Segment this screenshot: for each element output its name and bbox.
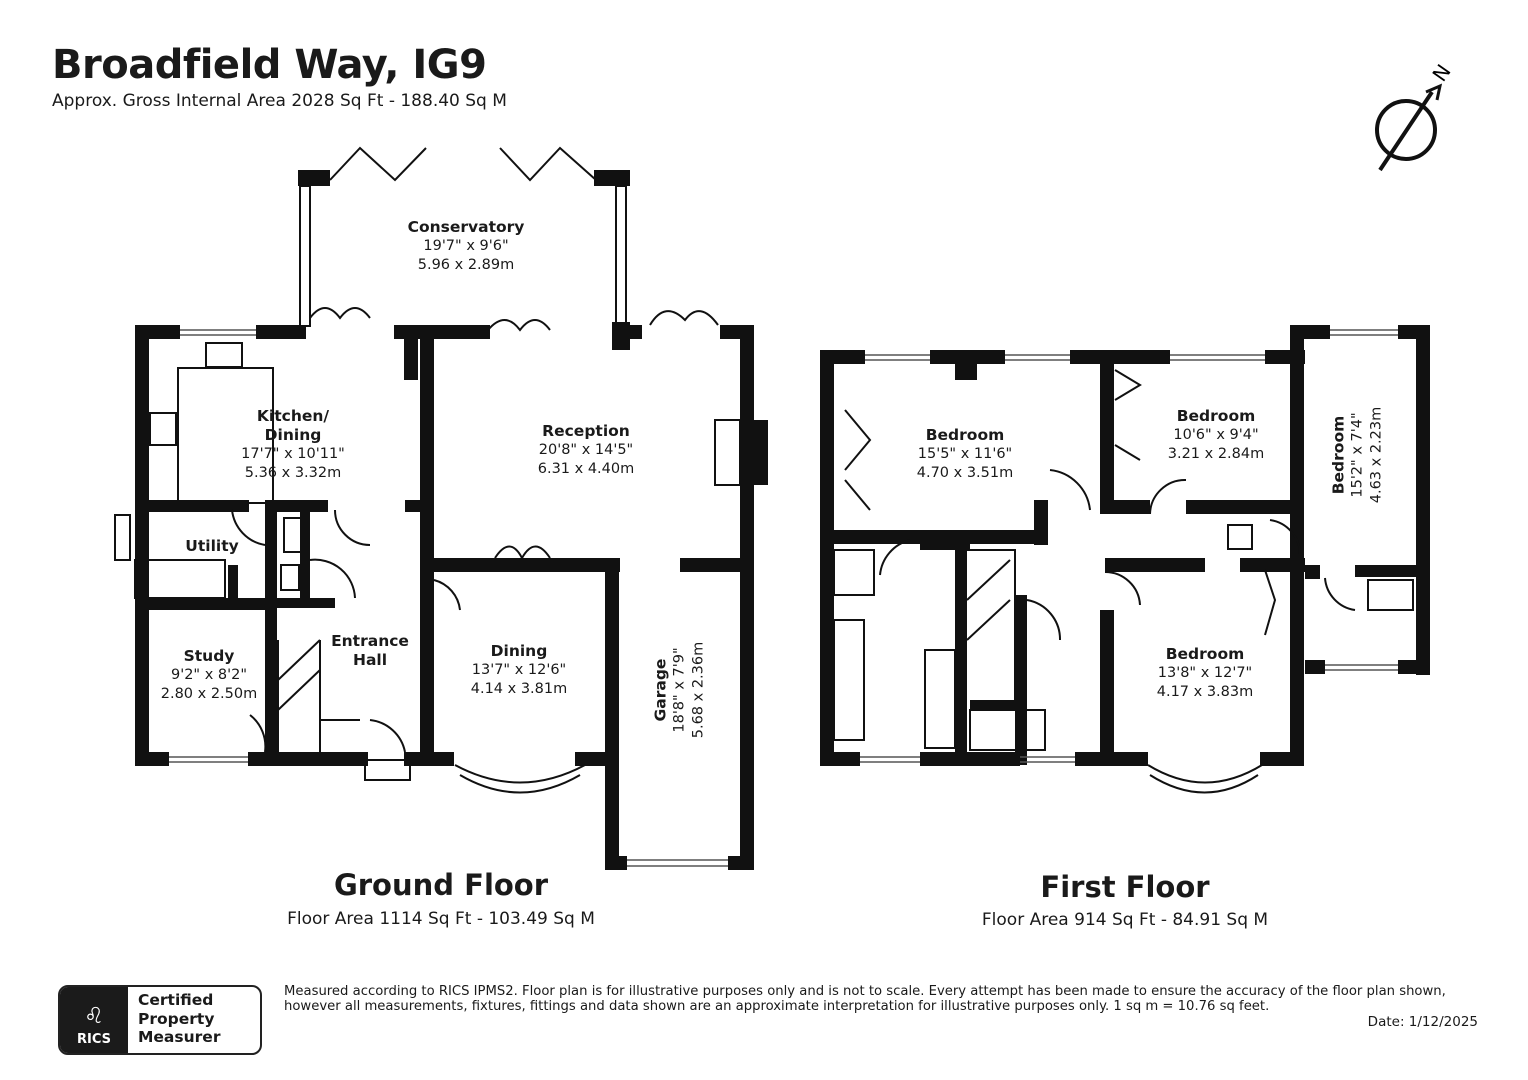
- room-utility: Utility: [185, 537, 238, 556]
- first-floor-title: First Floor: [1040, 870, 1210, 904]
- room-dining: Dining 13'7" x 12'6" 4.14 x 3.81m: [471, 642, 568, 699]
- room-imperial: 19'7" x 9'6": [423, 238, 509, 254]
- badge-line-3: Measurer: [138, 1028, 221, 1046]
- rics-logo-text: RICS: [77, 1032, 111, 1047]
- ground-floor-title: Ground Floor: [333, 868, 549, 902]
- rics-lion-icon: ♌: [84, 1004, 104, 1029]
- room-imperial: 20'8" x 14'5": [538, 442, 634, 458]
- room-metric: 4.14 x 3.81m: [470, 681, 568, 697]
- first-floor-area: Floor Area 914 Sq Ft - 84.91 Sq M: [981, 910, 1269, 930]
- room-metric: 4.17 x 3.83m: [1156, 684, 1254, 700]
- gross-area-subtitle: Approx. Gross Internal Area 2028 Sq Ft -…: [52, 91, 507, 111]
- room-name: Utility: [185, 537, 239, 555]
- badge-line-2: Property: [138, 1009, 215, 1028]
- room-name-line2: Hall: [352, 651, 388, 669]
- room-bedroom-3: Bedroom 15'2" x 7'4" 4.63 x 2.23m: [1330, 407, 1387, 504]
- room-name: Bedroom: [1165, 645, 1245, 663]
- room-kitchen-dining: Kitchen/ Dining 17'7" x 10'11" 5.36 x 3.…: [241, 407, 345, 483]
- first-floor-walls: [820, 325, 1430, 766]
- room-name: Reception: [542, 422, 630, 440]
- rics-badge-text: Certified Property Measurer: [128, 987, 260, 1053]
- disclaimer: Measured according to RICS IPMS2. Floor …: [284, 984, 1484, 1014]
- room-imperial: 18'8" x 7'9": [671, 647, 688, 733]
- north-compass-icon: [1375, 83, 1443, 172]
- room-name: Study: [183, 647, 235, 665]
- room-metric: 5.68 x 2.36m: [690, 641, 707, 739]
- room-imperial: 13'7" x 12'6": [471, 662, 567, 678]
- disclaimer-line-1: Measured according to RICS IPMS2. Floor …: [284, 984, 1446, 999]
- room-imperial: 15'2" x 7'4": [1349, 412, 1366, 498]
- plan-date: Date: 1/12/2025: [1367, 1014, 1478, 1030]
- room-name: Dining: [490, 642, 548, 660]
- room-metric: 5.96 x 2.89m: [417, 257, 515, 273]
- page-title: Broadfield Way, IG9: [52, 42, 487, 88]
- room-bedroom-4: Bedroom 13'8" x 12'7" 4.17 x 3.83m: [1157, 645, 1254, 702]
- badge-line-1: Certified: [138, 991, 214, 1009]
- ground-floor-walls: [135, 170, 768, 870]
- room-name-line1: Kitchen/: [256, 407, 330, 425]
- room-metric: 5.36 x 3.32m: [244, 465, 342, 481]
- room-name: Conservatory: [407, 218, 525, 236]
- compass-north-letter: N: [1427, 60, 1455, 86]
- room-imperial: 17'7" x 10'11": [241, 446, 345, 462]
- room-imperial: 10'6" x 9'4": [1173, 427, 1259, 443]
- ground-floor-lines: [114, 146, 741, 794]
- room-metric: 2.80 x 2.50m: [160, 686, 258, 702]
- room-name-line1: Entrance: [331, 632, 409, 650]
- room-bedroom-2: Bedroom 10'6" x 9'4" 3.21 x 2.84m: [1168, 407, 1265, 464]
- ground-floor-area: Floor Area 1114 Sq Ft - 103.49 Sq M: [287, 909, 595, 929]
- rics-logo: ♌ RICS: [60, 987, 128, 1053]
- room-name: Bedroom: [1329, 415, 1348, 495]
- room-metric: 6.31 x 4.40m: [537, 461, 635, 477]
- window-lines: [169, 329, 1398, 867]
- room-name-line2: Dining: [264, 426, 322, 444]
- disclaimer-line-2: however all measurements, fixtures, fitt…: [284, 999, 1270, 1014]
- room-imperial: 13'8" x 12'7": [1157, 665, 1253, 681]
- room-metric: 4.63 x 2.23m: [1368, 406, 1385, 504]
- room-imperial: 15'5" x 11'6": [917, 446, 1013, 462]
- room-name: Bedroom: [1176, 407, 1256, 425]
- room-imperial: 9'2" x 8'2": [170, 667, 247, 683]
- room-study: Study 9'2" x 8'2" 2.80 x 2.50m: [161, 647, 258, 704]
- room-entrance-hall: Entrance Hall: [331, 632, 409, 670]
- room-garage: Garage 18'8" x 7'9" 5.68 x 2.36m: [652, 642, 709, 739]
- rics-certified-badge: ♌ RICS Certified Property Measurer: [58, 985, 262, 1055]
- room-metric: 4.70 x 3.51m: [916, 465, 1014, 481]
- room-reception: Reception 20'8" x 14'5" 6.31 x 4.40m: [538, 422, 635, 479]
- room-name: Garage: [651, 658, 670, 722]
- room-conservatory: Conservatory 19'7" x 9'6" 5.96 x 2.89m: [408, 218, 525, 275]
- first-floor-lines: [833, 369, 1414, 794]
- room-metric: 3.21 x 2.84m: [1167, 446, 1265, 462]
- room-name: Bedroom: [925, 426, 1005, 444]
- room-bedroom-1: Bedroom 15'5" x 11'6" 4.70 x 3.51m: [917, 426, 1014, 483]
